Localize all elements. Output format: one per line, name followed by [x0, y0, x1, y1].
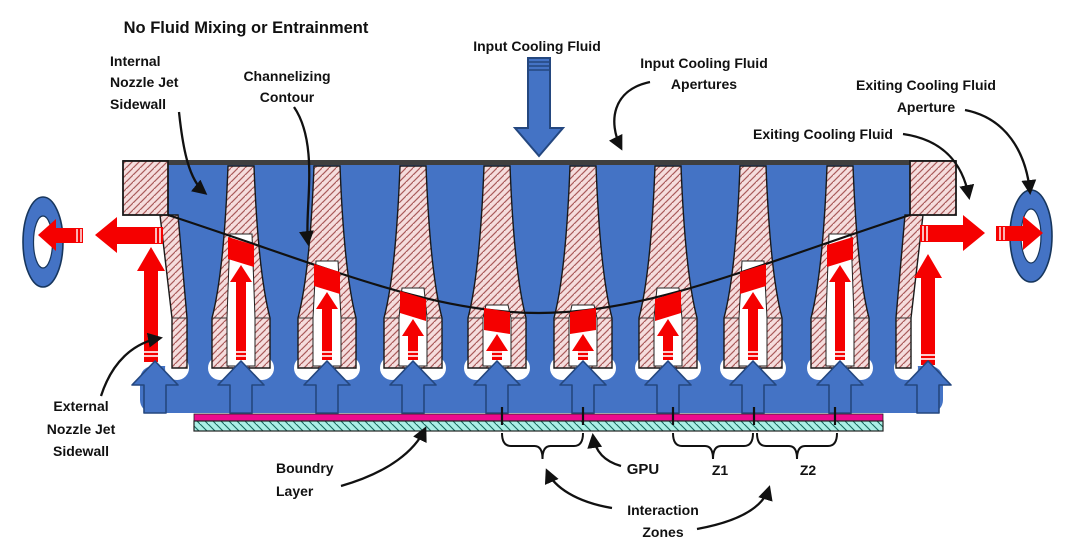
exit-arrows-right	[920, 215, 1043, 251]
jet-fluid-band	[740, 264, 766, 294]
input-uturn-arrow	[217, 360, 265, 414]
leader-interaction-left	[544, 468, 613, 510]
label-channelizing-2: Contour	[260, 89, 315, 105]
leader-gpu	[587, 433, 622, 468]
label-exiting-fluid: Exiting Cooling Fluid	[753, 126, 893, 142]
label-channelizing-1: Channelizing	[243, 68, 330, 84]
jet-fluid-band	[314, 264, 340, 294]
label-boundary-layer-2: Layer	[276, 483, 314, 499]
label-input-apertures-2: Apertures	[671, 76, 737, 92]
manifold-top-plate	[123, 160, 956, 165]
leader-internal-sidewall	[177, 111, 208, 195]
manifold-block-left	[122, 160, 169, 216]
zone-braces	[501, 432, 838, 460]
jet-up-arrow	[657, 319, 679, 360]
input-uturn-arrow	[904, 360, 952, 414]
label-gpu: GPU	[627, 461, 660, 478]
jet-fluid-band	[570, 308, 596, 334]
input-uturn-arrow	[389, 360, 437, 414]
jet-fluid-band	[655, 291, 681, 321]
leader-input-apertures	[608, 80, 651, 151]
label-external-sidewall-3: Sidewall	[53, 443, 109, 459]
label-exiting-aperture-1: Exiting Cooling Fluid	[856, 77, 996, 93]
jet-fluid-band	[400, 291, 426, 321]
label-boundary-layer-1: Boundry	[276, 460, 334, 476]
boundary-layer-bar	[193, 413, 884, 422]
jet-up-arrow	[316, 292, 338, 360]
diagram-title: No Fluid Mixing or Entrainment	[124, 19, 369, 37]
input-uturn-arrows	[131, 360, 952, 414]
input-uturn-arrow	[473, 360, 521, 414]
label-external-sidewall-1: External	[53, 398, 108, 414]
exiting-jet-flows	[137, 237, 942, 365]
input-uturn-arrow	[303, 360, 351, 414]
zone-tick-marks	[500, 407, 837, 425]
zone-brace	[756, 432, 838, 460]
label-exiting-aperture-2: Aperture	[897, 99, 956, 115]
label-interaction-zones-1: Interaction	[627, 502, 699, 518]
jet-up-arrow	[230, 265, 252, 360]
jet-up-arrow	[402, 319, 424, 360]
leader-arrows	[99, 80, 1037, 531]
zone-brace	[672, 432, 754, 460]
leader-exiting-aperture	[964, 108, 1037, 195]
leader-boundary-layer	[340, 426, 427, 488]
label-external-sidewall-2: Nozzle Jet	[47, 421, 116, 437]
label-input-apertures-1: Input Cooling Fluid	[640, 55, 768, 71]
jet-fluid-band	[484, 308, 510, 334]
label-interaction-zones-2: Zones	[642, 524, 683, 540]
labels: No Fluid Mixing or Entrainment Internal …	[47, 19, 996, 540]
input-uturn-arrow	[644, 360, 692, 414]
jet-up-arrow	[572, 334, 594, 360]
label-internal-sidewall-2: Nozzle Jet	[110, 74, 179, 90]
label-input-fluid: Input Cooling Fluid	[473, 38, 601, 54]
channelizing-contour-line	[167, 213, 911, 315]
input-uturn-arrow	[816, 360, 864, 414]
input-cooling-arrow	[512, 57, 566, 158]
zone-brace	[501, 432, 584, 460]
label-internal-sidewall-1: Internal	[110, 53, 161, 69]
jet-fluid-band	[827, 237, 853, 267]
jet-up-arrow	[742, 292, 764, 360]
leader-interaction-right	[696, 485, 773, 531]
jet-up-arrow	[829, 265, 851, 360]
gpu-bar	[193, 420, 884, 432]
label-internal-sidewall-3: Sidewall	[110, 96, 166, 112]
jet-column-right	[914, 254, 942, 365]
leader-external-sidewall	[99, 332, 163, 397]
leader-channelizing-contour	[293, 106, 314, 246]
leader-exiting-fluid	[902, 132, 975, 200]
label-z2: Z2	[800, 462, 817, 478]
manifold-block-right	[909, 160, 957, 216]
jet-up-arrow	[486, 334, 508, 360]
input-uturn-arrow	[131, 360, 179, 414]
jet-fluid-band	[228, 237, 254, 267]
label-z1: Z1	[712, 462, 729, 478]
exit-arrows-left	[38, 217, 163, 253]
